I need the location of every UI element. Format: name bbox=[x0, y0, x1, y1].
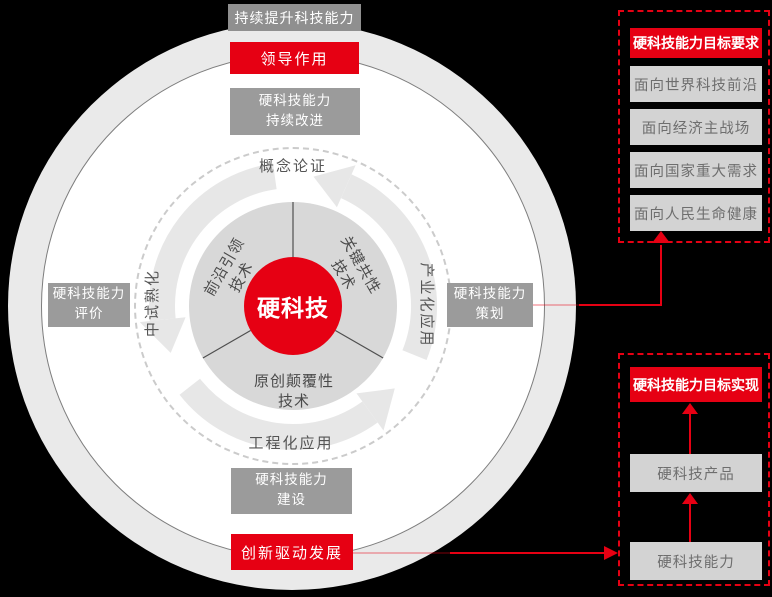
cycle-label-industrialization: 产业化应用 bbox=[418, 262, 437, 348]
center-hard-tech-circle: 硬科技 bbox=[244, 257, 342, 355]
innovation-connector-pale bbox=[353, 552, 450, 554]
realization-item-product: 硬科技产品 bbox=[630, 454, 762, 492]
planning-connector-pale bbox=[533, 304, 579, 306]
cycle-arrows-icon bbox=[0, 0, 620, 597]
center-label: 硬科技 bbox=[257, 296, 329, 322]
innovation-driven-box: 创新驱动发展 bbox=[231, 534, 353, 570]
planning-connector-vertical bbox=[660, 245, 662, 306]
sector-label-original-disruptive: 原创颠覆性 技术 bbox=[253, 371, 335, 410]
requirements-panel: 硬科技能力目标要求 面向世界科技前沿 面向经济主战场 面向国家重大需求 面向人民… bbox=[618, 10, 770, 243]
cycle-label-engineering: 工程化应用 bbox=[248, 433, 334, 452]
realization-panel: 硬科技能力目标实现 硬科技产品 硬科技能力 bbox=[618, 353, 770, 586]
requirement-item: 面向人民生命健康 bbox=[630, 195, 762, 231]
sector-divider-lines bbox=[202, 202, 384, 359]
arrow-up-into-requirements-icon bbox=[652, 231, 670, 243]
requirement-item: 面向经济主战场 bbox=[630, 109, 762, 145]
arrow-up-capability-to-product-icon bbox=[682, 493, 698, 504]
requirement-item: 面向国家重大需求 bbox=[630, 152, 762, 188]
innovation-connector-horizontal bbox=[450, 552, 606, 554]
leadership-box: 领导作用 bbox=[230, 42, 359, 74]
construction-box: 硬科技能力 建设 bbox=[231, 468, 352, 514]
realization-arrow-line bbox=[689, 414, 691, 454]
continuous-improvement-box: 硬科技能力 持续改进 bbox=[230, 88, 360, 135]
planning-box: 硬科技能力 策划 bbox=[447, 283, 533, 327]
requirements-panel-title: 硬科技能力目标要求 bbox=[630, 28, 762, 58]
arrow-right-into-realization-icon bbox=[604, 546, 618, 560]
realization-panel-title: 硬科技能力目标实现 bbox=[630, 367, 762, 402]
arrow-up-product-to-title-icon bbox=[682, 403, 698, 414]
planning-connector-horizontal bbox=[579, 304, 662, 306]
cycle-label-pilot: 中试熟化 bbox=[142, 268, 161, 338]
realization-item-capability: 硬科技能力 bbox=[630, 542, 762, 580]
requirement-item: 面向世界科技前沿 bbox=[630, 66, 762, 102]
evaluation-box: 硬科技能力 评价 bbox=[48, 283, 130, 327]
realization-arrow-line bbox=[689, 504, 691, 542]
top-banner-box: 持续提升科技能力 bbox=[228, 4, 361, 31]
cycle-label-concept: 概念论证 bbox=[258, 156, 328, 175]
